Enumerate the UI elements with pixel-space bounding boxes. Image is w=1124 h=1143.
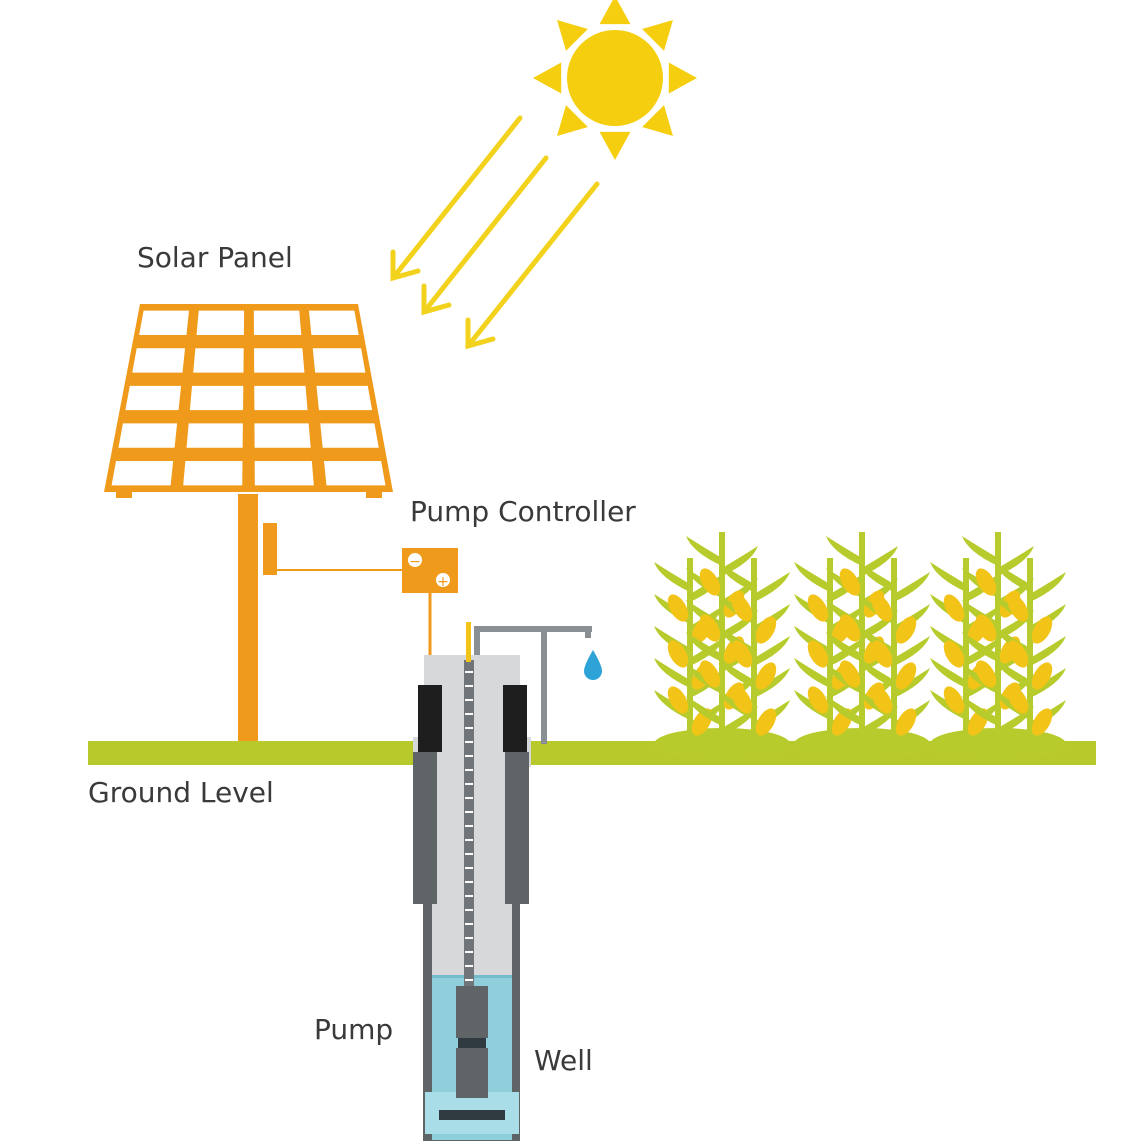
water-drop-icon — [584, 650, 602, 680]
sunray-arrowhead — [465, 317, 496, 350]
sun-ray — [642, 20, 673, 51]
sunray-arrows — [390, 115, 600, 350]
corn-cob — [943, 594, 965, 622]
corn-cob — [975, 568, 997, 596]
panel-cell — [189, 385, 244, 411]
ground-level-label: Ground Level — [88, 776, 274, 809]
panel-cell — [196, 310, 245, 335]
panel-cell — [254, 348, 305, 373]
corn-cob — [667, 686, 689, 714]
corn-cob — [699, 614, 721, 642]
panel-cell — [254, 385, 308, 411]
negative-terminal: − — [409, 554, 421, 570]
panel-junction-box — [263, 523, 277, 575]
panel-cell — [316, 385, 373, 411]
sunray-arrowhead — [390, 249, 421, 282]
well — [413, 622, 531, 1141]
solar-panel-label: Solar Panel — [137, 241, 293, 274]
panel-cell — [193, 348, 244, 373]
corn-cob — [871, 686, 893, 714]
panel-cell — [118, 423, 178, 448]
panel-cell — [125, 385, 182, 411]
corn-plant-icon — [930, 532, 1066, 760]
corn-cob — [755, 708, 777, 736]
sun-ray — [557, 105, 588, 136]
panel-cell — [139, 310, 190, 335]
panel-cell — [324, 461, 386, 486]
corn-cob — [975, 614, 997, 642]
corn-cob — [755, 662, 777, 690]
corn-cob — [807, 686, 829, 714]
panel-pole — [238, 494, 258, 746]
sunray-arrow — [465, 181, 600, 349]
panel-cell — [183, 461, 243, 486]
sunray-arrowhead — [421, 283, 452, 316]
pump-icon — [456, 986, 488, 1098]
corn-cob — [1007, 594, 1029, 622]
corn-cob — [755, 616, 777, 644]
positive-terminal: + — [437, 574, 449, 590]
corn-plant-icon — [794, 532, 930, 760]
corn-cob — [807, 594, 829, 622]
sun-ray — [668, 62, 697, 94]
corn-cob — [895, 708, 917, 736]
sun-ray — [599, 131, 631, 160]
corn-cob — [1007, 640, 1029, 668]
pump-label: Pump — [314, 1013, 393, 1046]
corn-cob — [807, 640, 829, 668]
corn-cob — [839, 660, 861, 688]
panel-cell — [253, 310, 302, 335]
corn-cob — [731, 640, 753, 668]
sun-ray — [642, 105, 673, 136]
panel-cell — [312, 348, 366, 373]
corn-cob — [699, 568, 721, 596]
corn-cob — [699, 660, 721, 688]
corn-cob — [731, 686, 753, 714]
corn-cob — [839, 568, 861, 596]
corn-cob — [667, 594, 689, 622]
sunray-arrow — [421, 155, 549, 315]
corn-cob — [895, 616, 917, 644]
panel-cell — [254, 461, 314, 486]
pump-controller-label: Pump Controller — [410, 495, 636, 528]
panel-cell — [186, 423, 243, 448]
sun-ray — [599, 0, 631, 25]
corn-cob — [871, 640, 893, 668]
controller-box-icon: − + — [402, 548, 458, 660]
corn-cob — [943, 640, 965, 668]
sun-ray — [557, 20, 588, 51]
sun-ray — [533, 62, 562, 94]
well-label: Well — [534, 1044, 593, 1077]
outlet-pipe — [474, 626, 592, 744]
corn-cob — [895, 662, 917, 690]
panel-cell — [254, 423, 311, 448]
corn-cob — [667, 640, 689, 668]
sun-icon — [533, 0, 697, 160]
corn-cob — [943, 686, 965, 714]
corn-cob — [731, 594, 753, 622]
corn-cob — [1031, 616, 1053, 644]
corn-cob — [839, 614, 861, 642]
corn-cob — [871, 594, 893, 622]
well-casing-top-right — [503, 685, 527, 753]
panel-cell — [308, 310, 359, 335]
corn-cob — [1031, 662, 1053, 690]
crop-field — [654, 532, 1066, 760]
corn-cob — [1007, 686, 1029, 714]
corn-plant-icon — [654, 532, 790, 760]
panel-cell — [111, 461, 174, 486]
sunray-arrow — [390, 115, 523, 281]
corn-cob — [975, 660, 997, 688]
well-casing-top-left — [418, 685, 442, 753]
panel-cell — [320, 423, 379, 448]
panel-cell — [132, 348, 186, 373]
solar-panel-icon — [104, 304, 404, 746]
corn-cob — [1031, 708, 1053, 736]
